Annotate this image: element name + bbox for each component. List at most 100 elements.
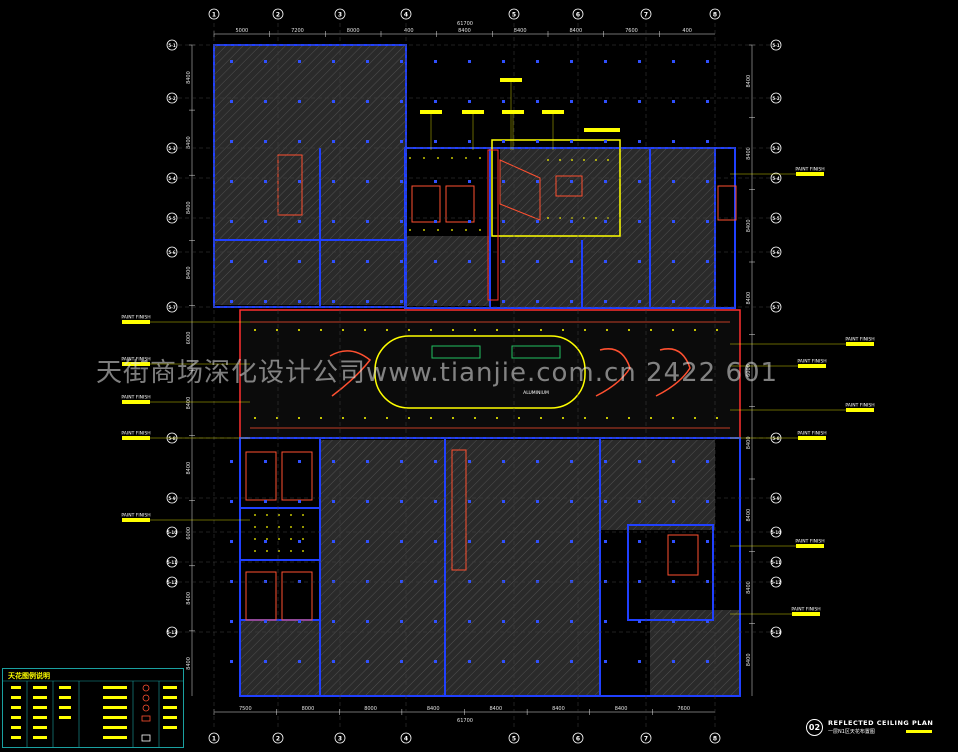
- ceiling-point: [638, 300, 641, 303]
- grid-label-bottom: 8: [713, 736, 717, 743]
- ceiling-point: [230, 660, 233, 663]
- ceiling-point: [604, 260, 607, 263]
- ceiling-point: [468, 260, 471, 263]
- grid-bubble-left: [166, 39, 178, 51]
- right-tag-bar: [846, 408, 874, 412]
- ceiling-point: [434, 180, 437, 183]
- ceiling-point: [570, 220, 573, 223]
- ceiling-point: [604, 60, 607, 63]
- ceiling-point: [366, 460, 369, 463]
- dim-text-left: 8400: [186, 266, 192, 279]
- ceiling-point: [298, 140, 301, 143]
- spot-light: [496, 417, 498, 419]
- ceiling-point: [672, 300, 675, 303]
- ceiling-point: [434, 220, 437, 223]
- ceiling-point: [230, 100, 233, 103]
- ceiling-point: [502, 660, 505, 663]
- aluminium-label: ALUMINIUM: [523, 390, 549, 396]
- spot-light: [571, 159, 573, 161]
- ceiling-point: [230, 140, 233, 143]
- ceiling-point: [298, 220, 301, 223]
- spot-light: [716, 329, 718, 331]
- grid-label-top: 4: [404, 12, 408, 19]
- ceiling-point: [230, 500, 233, 503]
- right-tag-bar: [796, 172, 824, 176]
- ceiling-point: [536, 260, 539, 263]
- grid-label-top: 7: [644, 12, 648, 19]
- right-tag-bar: [796, 544, 824, 548]
- spot-light: [364, 329, 366, 331]
- spot-light: [298, 329, 300, 331]
- ceiling-point: [298, 100, 301, 103]
- ceiling-point: [672, 500, 675, 503]
- ceiling-point: [672, 660, 675, 663]
- dim-text-top: 8400: [569, 28, 582, 34]
- ceiling-point: [366, 660, 369, 663]
- grid-label-bottom: 1: [212, 736, 216, 743]
- ceiling-point: [366, 260, 369, 263]
- dim-text-top: 5000: [235, 28, 248, 34]
- ceiling-point: [604, 660, 607, 663]
- grid-label-left: 5-3: [168, 146, 175, 151]
- ceiling-point: [604, 180, 607, 183]
- spot-light: [278, 550, 280, 552]
- dim-text-left: 8400: [186, 136, 192, 149]
- ceiling-point: [468, 220, 471, 223]
- grid-bubble-top: [508, 8, 520, 20]
- grid-bubble-top: [572, 8, 584, 20]
- ceiling-point: [264, 620, 267, 623]
- ceiling-point: [366, 540, 369, 543]
- grid-bubble-right: [770, 39, 782, 51]
- dim-text-top: 8000: [347, 28, 360, 34]
- ceiling-point: [264, 260, 267, 263]
- spot-light: [342, 329, 344, 331]
- dim-text-bottom: 8400: [427, 706, 440, 712]
- ceiling-point: [264, 300, 267, 303]
- spot-light: [479, 229, 481, 231]
- ceiling-point: [264, 180, 267, 183]
- spot-light: [606, 329, 608, 331]
- ceiling-point: [332, 660, 335, 663]
- spot-light: [606, 417, 608, 419]
- spot-light: [290, 526, 292, 528]
- grid-bubble-left: [166, 526, 178, 538]
- right-tag-bar: [846, 342, 874, 346]
- spot-light: [408, 417, 410, 419]
- ceiling-point: [298, 580, 301, 583]
- ceiling-point: [638, 220, 641, 223]
- right-tag-bar: [798, 364, 826, 368]
- ceiling-point: [468, 540, 471, 543]
- spot-light: [290, 538, 292, 540]
- overall-dim-top: 61700: [457, 21, 473, 27]
- spot-light: [254, 417, 256, 419]
- ceiling-point: [264, 60, 267, 63]
- ceiling-point: [502, 100, 505, 103]
- ceiling-point: [604, 500, 607, 503]
- spot-light: [496, 329, 498, 331]
- grid-bubble-left: [166, 246, 178, 258]
- ceiling-point: [400, 260, 403, 263]
- ceiling-point: [570, 500, 573, 503]
- ceiling-point: [468, 140, 471, 143]
- spot-light: [479, 157, 481, 159]
- ceiling-point: [230, 580, 233, 583]
- ceiling-point: [706, 660, 709, 663]
- ceiling-point: [468, 300, 471, 303]
- spot-light: [452, 329, 454, 331]
- grid-label-bottom: 4: [404, 736, 408, 743]
- spot-light: [465, 229, 467, 231]
- grid-label-left: 5-13: [167, 630, 177, 635]
- ceiling-point: [706, 140, 709, 143]
- right-tag-text: PAINT FINISH: [797, 431, 826, 437]
- spot-light: [276, 329, 278, 331]
- spot-light: [518, 417, 520, 419]
- ceiling-point: [570, 140, 573, 143]
- ceiling-point: [536, 660, 539, 663]
- ceiling-point: [706, 180, 709, 183]
- spot-light: [716, 417, 718, 419]
- ceiling-point: [400, 220, 403, 223]
- right-tag-text: PAINT FINISH: [845, 403, 874, 409]
